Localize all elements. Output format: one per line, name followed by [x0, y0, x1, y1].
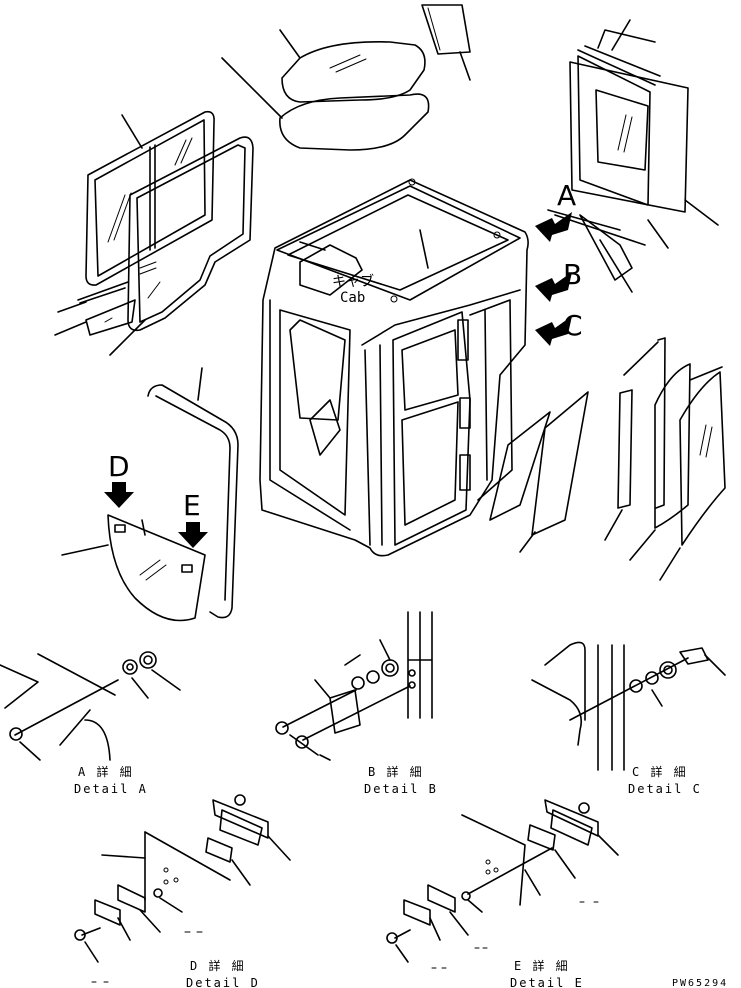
detail-b-caption-jp: B 詳 細: [368, 764, 424, 779]
detail-a-caption-en: Detail A: [74, 782, 148, 796]
side-glass-parts: [604, 337, 726, 581]
detail-d-caption-jp: D 詳 細: [190, 958, 246, 973]
detail-d-caption-en: Detail D: [186, 976, 260, 988]
arrow-label-c: C: [563, 309, 583, 342]
drawing-id: PW65294: [672, 978, 728, 988]
arrow-label-b: B: [563, 258, 582, 291]
arrow-label-d: D: [108, 450, 130, 483]
cab-label-jp: キャブ: [332, 273, 374, 290]
detail-e-caption-jp: E 詳 細: [514, 958, 570, 973]
detail-c-caption-jp: C 詳 細: [632, 764, 688, 779]
small-side-panels: [489, 391, 589, 553]
cab-label-en: Cab: [340, 290, 365, 306]
detail-b-drawing: [275, 611, 433, 761]
detail-c-drawing: [531, 641, 726, 771]
detail-e-caption-en: Detail E: [510, 976, 584, 988]
arrow-label-a: A: [557, 179, 576, 212]
rear-glass-part: [61, 367, 239, 622]
detail-captions: A 詳 細 Detail A B 詳 細 Detail B C 詳 細 Deta…: [74, 764, 728, 988]
detail-arrows-abc: A B C: [535, 179, 583, 346]
roof-glass-part: [221, 4, 471, 151]
front-glass-part: [547, 19, 719, 293]
cab-body: キャブ Cab: [259, 178, 529, 557]
door-window-part: [54, 110, 254, 356]
arrow-label-e: E: [183, 489, 201, 522]
detail-d-drawing: [74, 794, 291, 983]
detail-c-caption-en: Detail C: [628, 782, 702, 796]
detail-b-caption-en: Detail B: [364, 782, 438, 796]
detail-a-drawing: [0, 651, 181, 761]
detail-a-caption-jp: A 詳 細: [78, 764, 134, 779]
detail-e-drawing: [386, 799, 619, 969]
detail-arrows-de: D E: [104, 450, 208, 548]
